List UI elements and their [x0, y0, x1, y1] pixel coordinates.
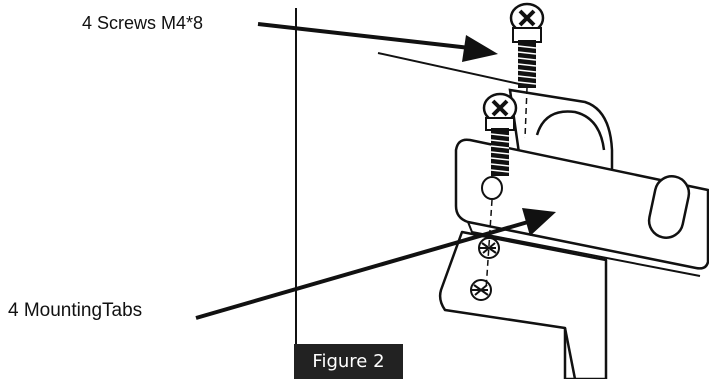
- lower-bracket: [438, 230, 608, 379]
- panel-top-edge: [377, 52, 534, 88]
- screws-label: 4 Screws M4*8: [82, 13, 204, 33]
- tab-hole: [481, 176, 503, 200]
- figure-caption: Figure 2: [294, 344, 403, 379]
- screw-lower: [482, 92, 518, 291]
- tab-slot: [647, 175, 691, 239]
- screw-upper: [509, 2, 545, 139]
- tabs-callout-arrow: [195, 208, 556, 320]
- mounting-tab: [454, 138, 709, 277]
- bracket-back: [508, 88, 614, 172]
- mounting-tabs-label: 4 MountingTabs: [8, 300, 143, 321]
- threaded-holes: [470, 237, 500, 301]
- screws-callout-arrow: [257, 22, 498, 62]
